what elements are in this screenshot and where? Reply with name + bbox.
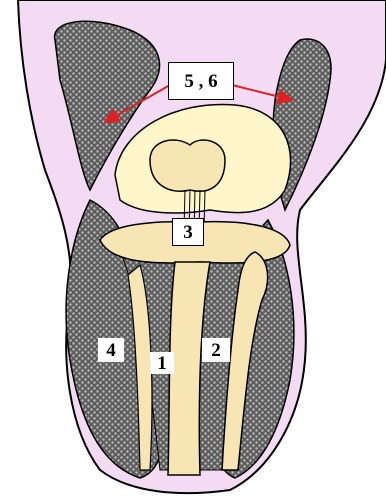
label-5-6: 5 , 6 xyxy=(168,62,234,100)
label-1: 1 xyxy=(150,352,174,374)
label-3: 3 xyxy=(172,218,204,246)
label-4: 4 xyxy=(98,338,124,362)
knee-cap xyxy=(150,140,225,191)
label-2: 2 xyxy=(202,338,230,362)
